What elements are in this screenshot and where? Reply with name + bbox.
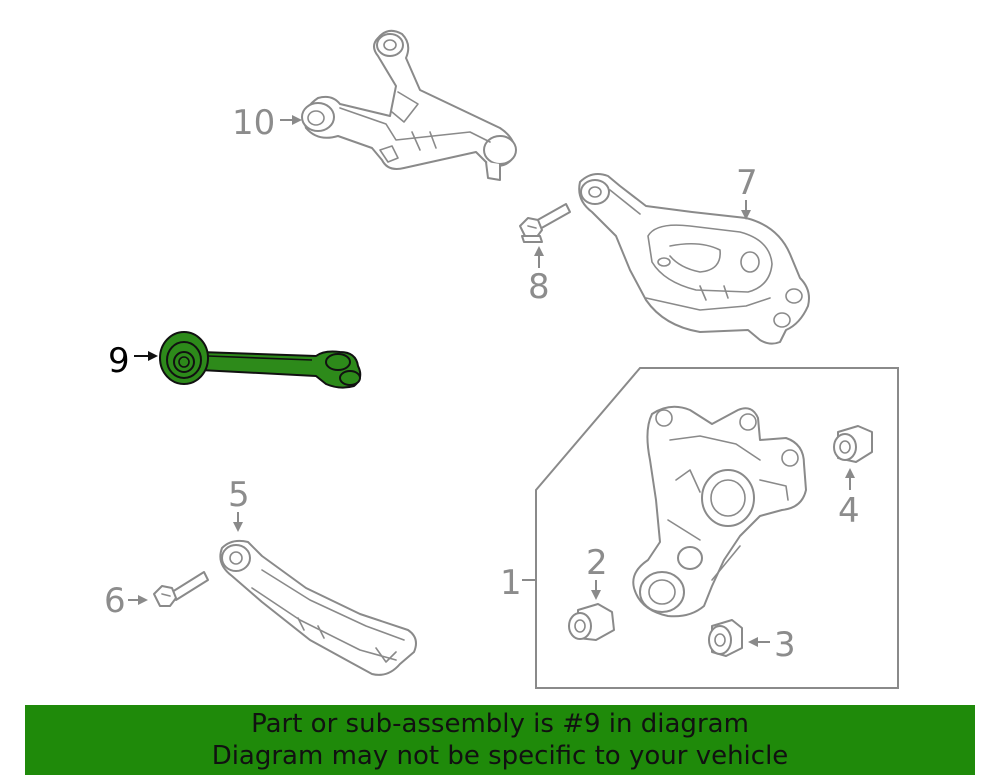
part-7-lower-control-arm[interactable] <box>578 173 810 345</box>
callout-2: 2 <box>586 543 608 583</box>
part-9-highlighted-link[interactable] <box>159 331 362 389</box>
banner-line-2: Diagram may not be specific to your vehi… <box>211 741 789 771</box>
banner-line-1: Part or sub-assembly is #9 in diagram <box>251 709 749 739</box>
part-4-bushing[interactable] <box>833 425 873 463</box>
part-1-group-box <box>535 367 899 689</box>
callout-3: 3 <box>774 625 796 665</box>
part-2-bushing[interactable] <box>568 603 615 641</box>
part-5-lateral-link[interactable] <box>219 539 417 676</box>
part-10-upper-control-arm[interactable] <box>301 29 517 181</box>
part-3-bushing[interactable] <box>708 619 743 657</box>
arrow-7-icon <box>741 210 751 220</box>
arrow-4-icon <box>845 468 855 478</box>
parts-diagram: 10 7 8 9 <box>104 29 899 689</box>
arrow-8-icon <box>534 246 544 256</box>
callout-7: 7 <box>736 163 758 203</box>
callout-5: 5 <box>228 475 250 515</box>
part-1-knuckle[interactable] <box>632 405 807 618</box>
callout-9: 9 <box>108 341 130 381</box>
arrow-6-icon <box>138 595 148 605</box>
arrow-3-icon <box>748 637 758 647</box>
callout-6: 6 <box>104 581 126 621</box>
arrow-5-icon <box>233 522 243 532</box>
part-8-bolt[interactable] <box>519 203 571 243</box>
part-6-bolt[interactable] <box>153 571 209 607</box>
callout-8: 8 <box>528 267 550 307</box>
arrow-2-icon <box>591 590 601 600</box>
callout-4: 4 <box>838 491 860 531</box>
callout-1: 1 <box>500 563 522 603</box>
arrow-9-icon <box>148 351 158 361</box>
callout-10: 10 <box>232 103 275 143</box>
arrow-10-icon <box>292 115 302 125</box>
info-banner: Part or sub-assembly is #9 in diagram Di… <box>25 705 975 775</box>
